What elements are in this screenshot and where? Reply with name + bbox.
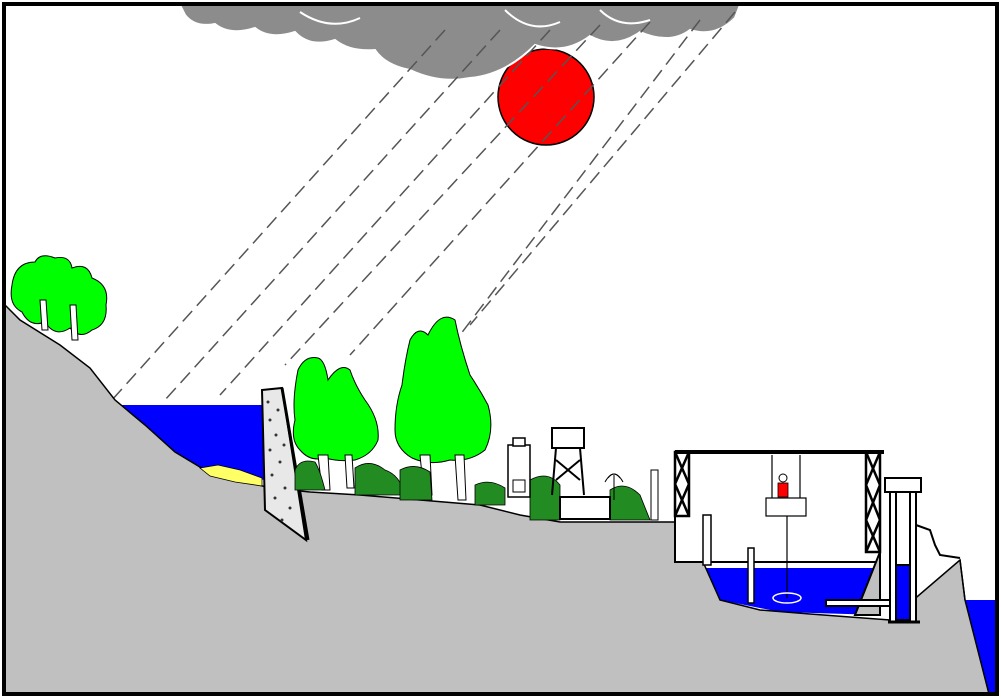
post	[651, 470, 658, 520]
operator-icon	[778, 474, 788, 497]
tank-icon	[508, 438, 530, 497]
